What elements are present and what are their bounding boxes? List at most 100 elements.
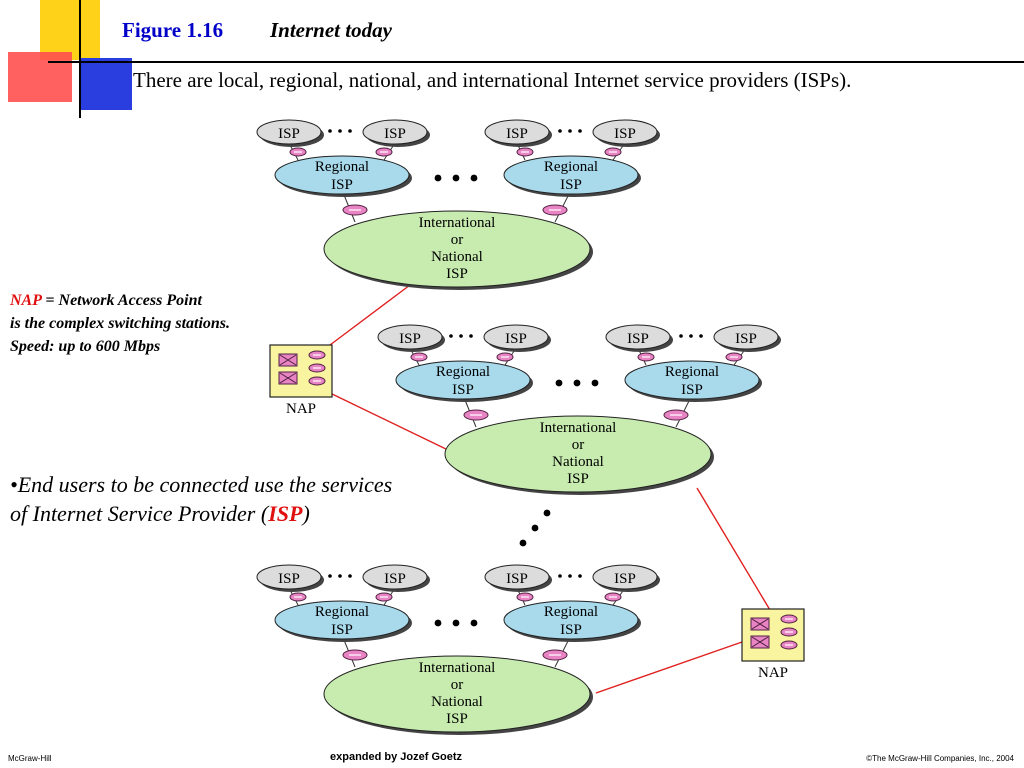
isp-node: ISP (377, 324, 445, 352)
router-icon (780, 627, 798, 637)
footer-credit: expanded by Jozef Goetz (330, 751, 463, 763)
nap-definition-text: = Network Access Point (41, 292, 202, 309)
isp-label: ISP (384, 571, 406, 587)
router-icon (410, 352, 428, 362)
router-icon (342, 649, 368, 661)
regional-label: Regional (436, 364, 490, 380)
end-users-line2-prefix: of Internet Service Provider ( (10, 501, 269, 526)
vertical-ellipsis (519, 509, 551, 547)
router-icon (542, 649, 568, 661)
isp-node: ISP (362, 564, 430, 592)
nap-links (329, 284, 771, 694)
international-label: ISP (446, 711, 468, 727)
router-icon (637, 352, 655, 362)
isp-ellipsis (449, 334, 473, 338)
router-icon (542, 204, 568, 216)
international-label: National (431, 694, 483, 710)
figure-label: Figure 1.16 (122, 18, 224, 42)
router-icon (375, 147, 393, 157)
router-icon (375, 592, 393, 602)
regional-label: ISP (560, 622, 582, 638)
regional-ellipsis (434, 174, 478, 182)
isp-node: ISP (483, 324, 551, 352)
footer-copyright: ©The McGraw-Hill Companies, Inc., 2004 (866, 754, 1014, 763)
isp-node: ISP (484, 564, 552, 592)
isp-label: ISP (384, 126, 406, 142)
isp-term: ISP (268, 501, 303, 526)
isp-label: ISP (506, 126, 528, 142)
isp-label: ISP (506, 571, 528, 587)
isp-label: ISP (505, 331, 527, 347)
corner-decoration (8, 0, 1024, 118)
isp-ellipsis (558, 129, 582, 133)
isp-label: ISP (627, 331, 649, 347)
router-icon (463, 409, 489, 421)
regional-label: ISP (331, 177, 353, 193)
isp-ellipsis (328, 574, 352, 578)
nap-label: NAP (286, 401, 316, 417)
isp-node: ISP (256, 564, 324, 592)
isp-node: ISP (713, 324, 781, 352)
router-icon (516, 147, 534, 157)
isp-label: ISP (614, 126, 636, 142)
isp-label: ISP (399, 331, 421, 347)
international-label: ISP (446, 266, 468, 282)
isp-ellipsis (328, 129, 352, 133)
regional-label: ISP (681, 382, 703, 398)
router-icon (308, 376, 326, 386)
nap-definition-line2: is the complex switching stations. (10, 315, 231, 332)
nap-link (329, 284, 411, 346)
nap-speed: Speed: up to 600 Mbps (10, 338, 161, 355)
isp-label: ISP (278, 126, 300, 142)
isp-node: ISP (256, 119, 324, 147)
nap-box: NAP (741, 608, 805, 681)
regional-label: Regional (544, 604, 598, 620)
router-icon (289, 147, 307, 157)
isp-ellipsis (679, 334, 703, 338)
router-icon (308, 350, 326, 360)
nap-boxes: NAP NAP (269, 344, 805, 681)
router-icon (663, 409, 689, 421)
nap-label: NAP (758, 665, 788, 681)
isp-node: ISP (362, 119, 430, 147)
international-label: National (431, 249, 483, 265)
nap-box: NAP (269, 344, 333, 417)
router-icon (289, 592, 307, 602)
regional-ellipsis (555, 379, 599, 387)
isp-label: ISP (614, 571, 636, 587)
isp-label: ISP (278, 571, 300, 587)
international-label: or (451, 677, 464, 693)
end-users-line1: •End users to be connected use the servi… (10, 472, 393, 497)
regional-label: Regional (315, 604, 369, 620)
router-icon (496, 352, 514, 362)
router-icon (780, 614, 798, 624)
nap-definition: NAP = Network Access Point is the comple… (10, 289, 230, 358)
figure-name: Internet today (270, 18, 392, 42)
nap-link (696, 487, 771, 611)
regional-label: ISP (452, 382, 474, 398)
isp-label: ISP (735, 331, 757, 347)
isp-ellipsis (558, 574, 582, 578)
regional-label: Regional (665, 364, 719, 380)
router-icon (516, 592, 534, 602)
isp-node: ISP (605, 324, 673, 352)
international-label: or (572, 437, 585, 453)
slide-subtitle: There are local, regional, national, and… (133, 68, 852, 92)
end-users-note: •End users to be connected use the servi… (10, 470, 392, 528)
router-icon (342, 204, 368, 216)
regional-label: ISP (331, 622, 353, 638)
end-users-line2-suffix: ) (302, 501, 310, 526)
regional-label: Regional (315, 159, 369, 175)
